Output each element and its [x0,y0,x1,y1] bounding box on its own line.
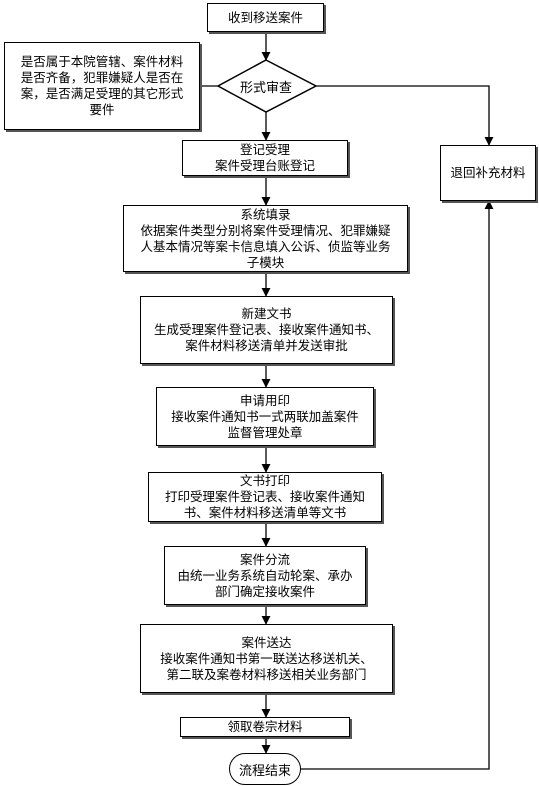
step-print-document: 文书打印 打印受理案件登记表、接收案件通知 书、案件材料移送清单等文书 [148,472,382,522]
form-review-label: 形式审查 [240,81,293,96]
step-register: 登记受理 案件受理台账登记 [182,140,348,176]
step-register-text: 登记受理 案件受理台账登记 [214,142,315,173]
step-apply-seal-text: 申请用印 接收案件通知书一式两联加盖案件 监督管理处章 [171,392,359,440]
step-new-document: 新建文书 生成受理案件登记表、接收案件通知书、 案件材料移送清单并发送审批 [140,296,393,364]
step-end: 流程结束 [229,753,301,785]
step-case-distribution: 案件分流 由统一业务系统自动轮案、承办 部门确定接收案件 [164,546,366,605]
step-check-note-text: 是否属于本院管辖、案件材料 是否齐备，犯罪嫌疑人是否在 案，是否满足受理的其它形… [20,54,184,117]
form-review-diamond [216,59,318,113]
step-print-document-text: 文书打印 打印受理案件登记表、接收案件通知 书、案件材料移送清单等文书 [164,473,365,520]
step-new-document-text: 新建文书 生成受理案件登记表、接收案件通知书、 案件材料移送清单并发送审批 [153,306,379,353]
step-case-distribution-text: 案件分流 由统一业务系统自动轮案、承办 部门确定接收案件 [177,551,353,599]
step-return-materials: 退回补充材料 [440,145,536,201]
step-case-delivery-text: 案件送达 接收案件通知书第一联送达移送机关、 第二联及案卷材料移送相关业务部门 [160,634,373,682]
step-system-entry: 系统填录 依据案件类型分别将案件受理情况、犯罪嫌疑 人基本情况等案卡信息填入公诉… [123,205,408,272]
arrow-end-to-return [300,200,494,770]
step-collect-materials: 领取卷宗材料 [180,717,350,737]
step-check-note: 是否属于本院管辖、案件材料 是否齐备，犯罪嫌疑人是否在 案，是否满足受理的其它形… [4,42,200,130]
arrow-review-to-return [316,85,494,146]
step-return-materials-text: 退回补充材料 [450,165,526,180]
step-receive-text: 收到移送案件 [227,9,303,25]
step-case-delivery: 案件送达 接收案件通知书第一联送达移送机关、 第二联及案卷材料移送相关业务部门 [140,624,393,693]
step-system-entry-text: 系统填录 依据案件类型分别将案件受理情况、犯罪嫌疑 人基本情况等案卡信息填入公诉… [140,206,391,270]
step-apply-seal: 申请用印 接收案件通知书一式两联加盖案件 监督管理处章 [156,387,374,446]
step-receive: 收到移送案件 [207,3,324,32]
step-collect-materials-text: 领取卷宗材料 [227,719,303,734]
